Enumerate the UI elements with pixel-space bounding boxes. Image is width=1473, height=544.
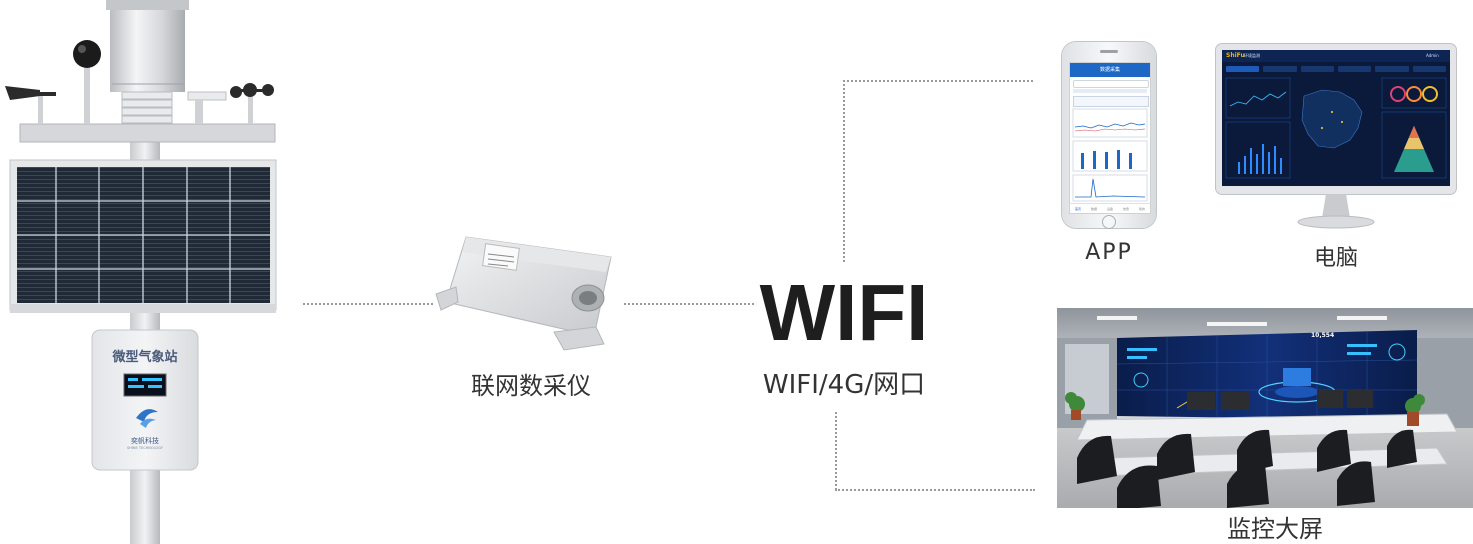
app-search[interactable] [1073,80,1149,88]
app-info-bar [1073,89,1147,93]
app-bar-chart [1072,140,1148,172]
wall-label: 监控大屏 [1227,515,1323,543]
pc-stand [1297,194,1375,229]
connector-lower-vertical [835,412,837,490]
app-nav-item[interactable]: 设备 [1106,207,1113,211]
monitor-wall-photo: 10,554 [1057,308,1473,508]
app-nav-item[interactable]: 告警 [1122,207,1129,211]
app-label: APP [1085,240,1133,265]
pc-brand: ShiFu [1226,52,1245,59]
phone-speaker [1100,50,1118,53]
pc-label: 电脑 [1313,246,1358,271]
pc-screen: ShiFu 环境监测 Admin [1222,50,1450,186]
app-screen-title: 数据采集 [1099,67,1120,73]
network-subtitle: WIFI/4G/网口 [762,370,926,400]
collector-label: 联网数采仪 [471,372,591,400]
phone-home-button [1102,215,1116,229]
connector-station-collector [303,303,433,305]
station-brand-en: SHINE TECHNOLOGY [127,446,163,450]
app-nav-item[interactable]: 首页 [1074,207,1081,211]
pc-dashboard-panels [1225,77,1447,179]
connector-upper-horizontal [843,80,1033,82]
connector-upper-vertical [843,80,845,262]
phone-screen: 数据采集 首页 数据 设备 告警 我的 [1069,62,1151,214]
collector-illustration [435,236,612,351]
wall-value: 10,554 [1311,332,1335,339]
network-title: WIFI [759,268,929,357]
pc-brand-suffix: 环境监测 [1244,53,1260,58]
app-line-chart [1072,108,1148,138]
station-brand: 奕帆科技 [131,437,159,445]
connector-collector-network [624,303,754,305]
app-nav-item[interactable]: 数据 [1090,207,1097,211]
app-bottom-nav[interactable]: 首页 数据 设备 告警 我的 [1070,203,1150,213]
connector-lower-horizontal [835,489,1035,491]
app-spike-chart [1072,174,1148,202]
app-header: 数据采集 [1070,63,1150,77]
pc-monitor: ShiFu 环境监测 Admin [1216,44,1456,194]
weather-station-illustration [5,0,277,544]
station-title: 微型气象站 [112,350,178,365]
pc-menu-bar[interactable] [1226,66,1446,72]
phone-device: 数据采集 首页 数据 设备 告警 我的 [1062,42,1156,229]
pc-topbar: ShiFu 环境监测 Admin [1222,50,1450,62]
app-nav-item[interactable]: 我的 [1138,207,1145,211]
app-tab-row[interactable] [1073,96,1149,107]
control-room-illustration [1057,308,1473,508]
pc-user: Admin [1426,53,1439,58]
